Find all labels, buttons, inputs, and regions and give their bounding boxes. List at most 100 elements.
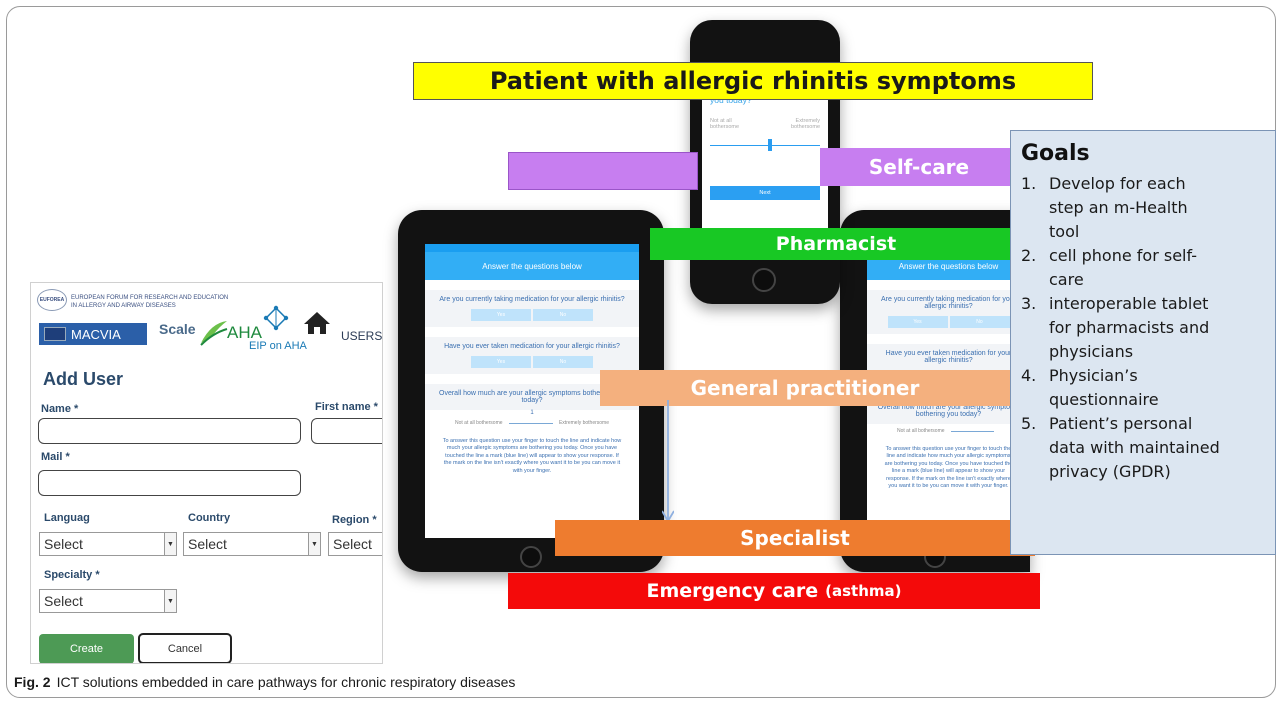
- scale-low-label: Not at all bothersome: [897, 428, 945, 434]
- figure-caption-text: ICT solutions embedded in care pathways …: [56, 674, 516, 690]
- macvia-logo: MACVIA: [39, 323, 147, 345]
- phone-scale-low: Not at all bothersome: [710, 118, 740, 131]
- question-block: Have you ever taken medication for your …: [425, 337, 639, 374]
- country-label: Country: [188, 512, 231, 524]
- goal-number: 1.: [1021, 174, 1037, 193]
- region-label: Region *: [332, 514, 377, 526]
- question-block: Are you currently taking medication for …: [425, 290, 639, 327]
- slider-knob[interactable]: [768, 139, 772, 152]
- add-user-form: EUFOREA EUROPEAN FORUM FOR RESEARCH AND …: [30, 282, 383, 664]
- yes-button[interactable]: Yes: [471, 356, 531, 368]
- question-text: Have you ever taken medication for your …: [444, 343, 620, 350]
- question-block: Are you currently taking medication for …: [867, 290, 1030, 334]
- self-care-bar: Self-care: [820, 148, 1018, 186]
- emergency-care-label: Emergency care: [646, 580, 819, 602]
- emergency-care-sub-label: (asthma): [825, 582, 902, 600]
- users-menu-link[interactable]: USERS: [341, 329, 383, 343]
- form-title: Add User: [43, 369, 124, 389]
- instructions-text: To answer this question use your finger …: [884, 446, 1013, 490]
- question-text: Are you currently taking medication for …: [439, 296, 625, 303]
- goal-number: 4.: [1021, 366, 1037, 385]
- question-text: Overall how much are your allergic sympt…: [439, 390, 625, 404]
- no-button[interactable]: No: [533, 309, 593, 321]
- pharmacist-bar: Pharmacist: [650, 228, 1022, 260]
- first-name-label: First name *: [315, 401, 378, 413]
- cancel-button[interactable]: Cancel: [138, 633, 232, 663]
- phone-screen: allergic symptoms bothering you today? N…: [702, 80, 828, 252]
- region-select[interactable]: Select: [328, 532, 382, 556]
- country-select[interactable]: Select▼: [183, 532, 321, 556]
- euforea-logo: EUFOREA: [37, 289, 67, 311]
- no-button[interactable]: No: [533, 356, 593, 368]
- no-button[interactable]: No: [949, 316, 1010, 328]
- chevron-down-icon: ▼: [308, 533, 320, 555]
- logo-header: EUFOREA EUROPEAN FORUM FOR RESEARCH AND …: [31, 283, 383, 353]
- aha-logo-text: AHA: [227, 323, 262, 342]
- euforea-text: EUROPEAN FORUM FOR RESEARCH AND EDUCATIO…: [71, 295, 229, 309]
- instructions-text: To answer this question use your finger …: [442, 438, 622, 474]
- pharmacist-label: Pharmacist: [775, 233, 897, 255]
- phone-home-button[interactable]: [752, 268, 776, 292]
- scale-low-label: Not at all bothersome: [455, 420, 503, 426]
- aha-leaf-icon: [200, 321, 228, 346]
- general-practitioner-label: General practitioner: [690, 376, 920, 400]
- figure-label: Fig. 2: [14, 674, 51, 690]
- first-name-input[interactable]: [311, 418, 382, 444]
- tablet-header: Answer the questions below: [425, 252, 639, 280]
- self-care-left-bar: [508, 152, 698, 190]
- specialty-label: Specialty *: [44, 569, 100, 581]
- home-button[interactable]: [520, 546, 542, 568]
- specialist-label: Specialist: [740, 526, 850, 550]
- question-text: Overall how much are your allergic sympt…: [877, 404, 1020, 418]
- home-icon[interactable]: [303, 311, 331, 335]
- yes-button[interactable]: Yes: [471, 309, 531, 321]
- goal-number: 3.: [1021, 294, 1037, 313]
- pathway-arrow: [662, 400, 674, 523]
- symptom-slider[interactable]: Not at all bothersome Extremely botherso…: [425, 416, 639, 430]
- scale-high-label: Extremely bothersome: [558, 420, 609, 426]
- mail-label: Mail *: [41, 451, 70, 463]
- phone-scale-high: Extremely bothersome: [790, 118, 820, 131]
- name-input[interactable]: [38, 418, 301, 444]
- goal-number: 2.: [1021, 246, 1037, 265]
- symptom-slider[interactable]: Not at all bothersome: [867, 424, 1030, 438]
- eu-flag-icon: [44, 327, 66, 341]
- specialty-select[interactable]: Select▼: [39, 589, 177, 613]
- specialist-bar: Specialist: [555, 520, 1035, 556]
- create-button[interactable]: Create: [39, 634, 134, 663]
- diagram-title: Patient with allergic rhinitis symptoms: [413, 62, 1093, 100]
- question-text: Have you ever taken medication for your …: [885, 350, 1012, 364]
- question-text: Are you currently taking medication for …: [880, 296, 1016, 310]
- language-label: Languag: [44, 512, 90, 524]
- name-label: Name *: [41, 403, 79, 415]
- goal-text: cell phone for self-care: [1049, 246, 1198, 289]
- figure-caption: Fig. 2 ICT solutions embedded in care pat…: [14, 674, 515, 690]
- emergency-care-bar: Emergency care (asthma): [508, 573, 1040, 609]
- self-care-label: Self-care: [868, 155, 970, 179]
- eip-logo-text: EIP on AHA: [249, 340, 307, 352]
- slider-value: 1: [530, 410, 534, 416]
- yes-button[interactable]: Yes: [887, 316, 948, 328]
- language-select[interactable]: Select▼: [39, 532, 177, 556]
- goal-number: 5.: [1021, 414, 1037, 433]
- eip-network-icon: [263, 305, 289, 331]
- scale-logo-text: Scale: [159, 321, 196, 337]
- chevron-down-icon: ▼: [164, 590, 176, 612]
- mail-input[interactable]: [38, 470, 301, 496]
- phone-slider[interactable]: [710, 138, 820, 152]
- chevron-down-icon: ▼: [164, 533, 176, 555]
- status-bar: [425, 244, 639, 252]
- general-practitioner-bar: General practitioner: [600, 370, 1010, 406]
- next-button[interactable]: Next: [710, 186, 820, 201]
- goals-heading: Goals: [1021, 141, 1090, 166]
